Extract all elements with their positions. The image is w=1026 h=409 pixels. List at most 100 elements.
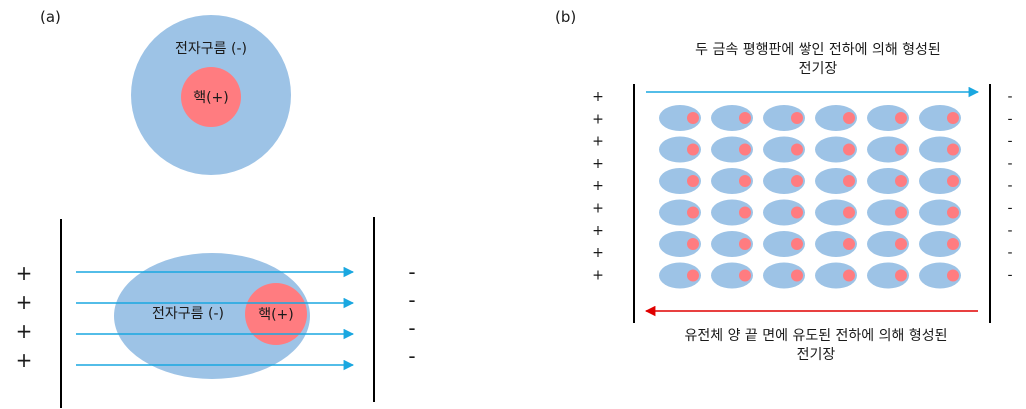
dipole: [659, 200, 701, 226]
dipole-nucleus: [687, 270, 699, 282]
dipole-nucleus: [791, 238, 803, 250]
dipole: [867, 137, 909, 163]
dipole-nucleus: [739, 238, 751, 250]
minus-sign: -: [1007, 223, 1012, 239]
dipole: [763, 137, 805, 163]
dipole-grid: [659, 105, 961, 289]
dipole: [659, 105, 701, 131]
dipole-nucleus: [895, 144, 907, 156]
nucleus-label: 핵(+): [193, 90, 229, 106]
plus-charges: +++++++++: [592, 89, 604, 283]
nucleus-polarized-label: 핵(+): [258, 307, 294, 323]
dipole-nucleus: [947, 270, 959, 282]
dipole-nucleus: [843, 112, 855, 124]
induced-field-caption-line1: 유전체 양 끝 면에 유도된 전하에 의해 형성된: [685, 328, 948, 344]
dipole-nucleus: [947, 207, 959, 219]
plus-sign: +: [592, 201, 604, 217]
dipole-nucleus: [895, 207, 907, 219]
panel-b-label: (b): [555, 8, 576, 26]
panel-b: (b) 두 금속 평행판에 쌓인 전하에 의해 형성된 전기장 + + + + + + + +…: [555, 8, 1013, 363]
dipole: [659, 168, 701, 194]
panel-a-label: (a): [40, 8, 61, 26]
dipole-nucleus: [947, 112, 959, 124]
dipole: [711, 105, 753, 131]
dipole: [711, 200, 753, 226]
minus-sign: -: [1007, 89, 1012, 105]
panel-a: (a) 전자구름 (-) 핵(+) 전자구름 (-) 핵(+) + + +: [16, 8, 416, 408]
dipole: [867, 200, 909, 226]
dipole: [815, 263, 857, 289]
polarized-atom-setup: 전자구름 (-) 핵(+) + + + + - - - -: [16, 217, 416, 408]
induced-field-caption-line2: 전기장: [797, 347, 836, 363]
dipole-nucleus: [843, 144, 855, 156]
dipole: [867, 105, 909, 131]
dipole-nucleus: [791, 144, 803, 156]
plus-sign: +: [592, 223, 604, 239]
dipole-nucleus: [843, 207, 855, 219]
dipole: [659, 263, 701, 289]
dipole: [659, 231, 701, 257]
dipole-nucleus: [843, 175, 855, 187]
plus-sign: +: [592, 156, 604, 172]
dipole-nucleus: [791, 175, 803, 187]
minus-sign: -: [1007, 245, 1012, 261]
minus-sign: -: [1007, 178, 1012, 194]
dipole-nucleus: [739, 144, 751, 156]
dipole-nucleus: [947, 175, 959, 187]
dipole: [763, 105, 805, 131]
electron-cloud-polarized-label: 전자구름 (-): [152, 306, 224, 322]
dipole: [815, 231, 857, 257]
dipole: [919, 137, 961, 163]
dipole: [815, 105, 857, 131]
dipole: [867, 168, 909, 194]
plus-sign: +: [16, 319, 33, 343]
dipole: [919, 105, 961, 131]
applied-field-caption-line1: 두 금속 평행판에 쌓인 전하에 의해 형성된: [695, 42, 941, 58]
minus-sign: -: [408, 316, 415, 340]
plus-sign: +: [592, 178, 604, 194]
dipole: [763, 231, 805, 257]
dipole: [815, 168, 857, 194]
dipole: [711, 168, 753, 194]
dipole: [919, 168, 961, 194]
dipole: [711, 137, 753, 163]
dipole-nucleus: [791, 112, 803, 124]
dipole: [919, 231, 961, 257]
dipole-nucleus: [739, 175, 751, 187]
dipole: [711, 263, 753, 289]
dipole-nucleus: [843, 270, 855, 282]
dipole-nucleus: [687, 175, 699, 187]
dipole-nucleus: [739, 270, 751, 282]
dipole-nucleus: [895, 238, 907, 250]
minus-sign: -: [1007, 156, 1012, 172]
dipole-nucleus: [947, 144, 959, 156]
minus-sign: -: [1007, 201, 1012, 217]
plus-sign: +: [592, 134, 604, 150]
dipole: [919, 263, 961, 289]
dipole-nucleus: [895, 270, 907, 282]
dipole-nucleus: [739, 112, 751, 124]
plus-sign: +: [592, 111, 604, 127]
plus-sign: +: [16, 290, 33, 314]
dipole-nucleus: [947, 238, 959, 250]
dipole: [763, 168, 805, 194]
dipole-nucleus: [895, 175, 907, 187]
minus-sign: -: [408, 288, 415, 312]
dipole-nucleus: [843, 238, 855, 250]
minus-sign: -: [1007, 267, 1012, 283]
plus-sign: +: [16, 348, 33, 372]
unpolarized-atom: 전자구름 (-) 핵(+): [131, 15, 291, 175]
dipole: [867, 263, 909, 289]
dipole-nucleus: [687, 238, 699, 250]
dipole: [867, 231, 909, 257]
minus-charges: ---------: [1007, 89, 1012, 283]
plus-sign: +: [592, 245, 604, 261]
plus-sign: +: [592, 89, 604, 105]
dipole: [763, 263, 805, 289]
dipole-nucleus: [739, 207, 751, 219]
applied-field-caption-line2: 전기장: [799, 61, 838, 77]
dipole-nucleus: [687, 112, 699, 124]
dipole-nucleus: [791, 207, 803, 219]
minus-sign: -: [1007, 134, 1012, 150]
